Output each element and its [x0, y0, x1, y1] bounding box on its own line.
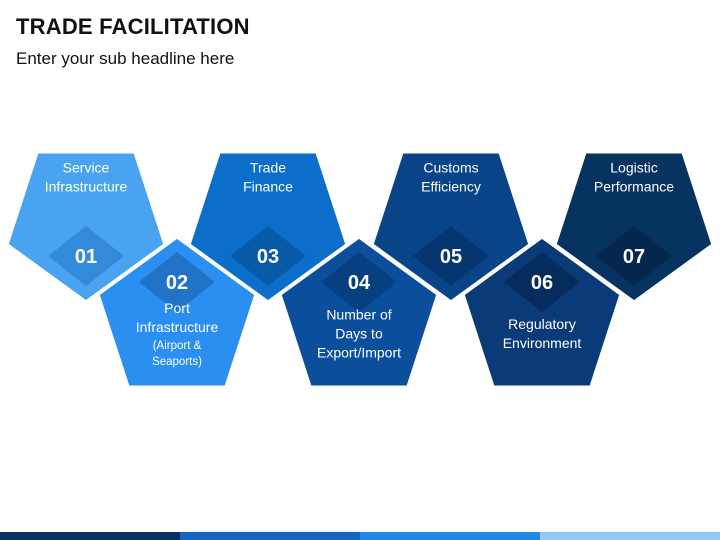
step-number-badge	[48, 226, 124, 286]
bottom-bar-segment	[360, 532, 540, 540]
bottom-bar-segment	[540, 532, 720, 540]
page-title: TRADE FACILITATION	[16, 14, 250, 39]
step-label: Performance	[594, 179, 674, 195]
step-number: 05	[440, 246, 462, 268]
step-number-badge	[413, 226, 489, 286]
step-number-badge	[504, 252, 580, 312]
step-label: Service	[63, 160, 110, 176]
bottom-accent-bar	[0, 532, 720, 540]
step-label: Days to	[335, 326, 383, 342]
step-number: 06	[531, 272, 553, 294]
step-label: Finance	[243, 179, 293, 195]
bottom-bar-segment	[0, 532, 180, 540]
step-label: Infrastructure	[136, 319, 219, 335]
step-label: Infrastructure	[45, 179, 128, 195]
step-sublabel: Seaports)	[152, 356, 202, 368]
page-subtitle: Enter your sub headline here	[16, 49, 235, 68]
step-label: Logistic	[610, 160, 657, 176]
step-number-badge	[596, 226, 672, 286]
step-label: Trade	[250, 160, 286, 176]
step-number: 01	[75, 246, 97, 268]
step-number-badge	[321, 252, 397, 312]
step-pentagon	[463, 237, 621, 388]
step-label: Efficiency	[421, 179, 481, 195]
step-number: 04	[348, 272, 371, 294]
step-number-badge	[139, 252, 215, 312]
step-label: Regulatory	[508, 316, 576, 332]
step-label: Port	[164, 300, 190, 316]
step-number: 07	[623, 246, 645, 268]
step-label: Number of	[326, 307, 391, 323]
step-number: 03	[257, 246, 279, 268]
step-sublabel: (Airport &	[153, 340, 202, 352]
step-pentagon	[98, 237, 256, 388]
step-pentagon	[280, 237, 438, 388]
bottom-bar-segment	[180, 532, 360, 540]
step-number: 02	[166, 272, 188, 294]
step-number-badge	[230, 226, 306, 286]
step-label: Environment	[503, 335, 582, 351]
step-label: Customs	[423, 160, 478, 176]
step-label: Export/Import	[317, 345, 401, 361]
